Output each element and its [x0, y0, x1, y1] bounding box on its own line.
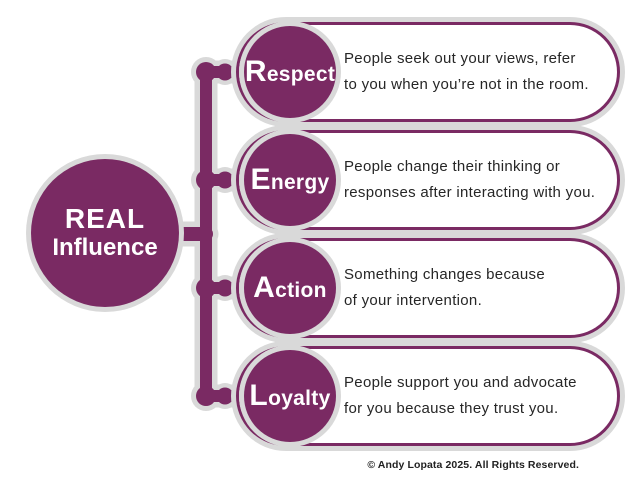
desc-respect-line2: to you when you’re not in the room. [344, 76, 589, 93]
node-label-loyalty-initial: L [249, 379, 269, 412]
hub-title-line2: Influence [52, 234, 158, 261]
node-label-action-initial: A [253, 271, 276, 304]
desc-respect: People seek out your views, refer to you… [344, 46, 589, 98]
node-label-energy-rest: nergy [270, 171, 330, 194]
desc-loyalty-line2: for you because they trust you. [344, 400, 559, 417]
copyright-text: © Andy Lopata 2025. All Rights Reserved. [367, 459, 579, 471]
node-label-energy-initial: E [250, 163, 271, 196]
desc-energy: People change their thinking or response… [344, 154, 595, 206]
hub-circle-real-influence: REAL Influence [31, 159, 179, 307]
node-label-action: Action [253, 271, 327, 305]
node-label-action-rest: ction [275, 279, 327, 302]
desc-action-line2: of your intervention. [344, 292, 483, 309]
desc-loyalty-line1: People support you and advocate [344, 374, 577, 391]
node-circle-energy: Energy [244, 134, 336, 226]
node-label-loyalty: Loyalty [249, 379, 330, 413]
node-circle-action: Action [244, 242, 336, 334]
node-label-respect: Respect [245, 55, 335, 89]
desc-energy-line2: responses after interacting with you. [344, 184, 596, 201]
desc-action: Something changes because of your interv… [344, 262, 545, 314]
node-label-energy: Energy [251, 163, 330, 197]
node-circle-respect: Respect [244, 26, 336, 118]
node-circle-loyalty: Loyalty [244, 350, 336, 442]
node-label-respect-initial: R [244, 55, 267, 88]
hub-title-line1: REAL [64, 203, 146, 234]
desc-respect-line1: People seek out your views, refer [344, 50, 576, 67]
desc-action-line1: Something changes because [344, 266, 545, 283]
desc-loyalty: People support you and advocate for you … [344, 370, 577, 422]
desc-energy-line1: People change their thinking or [344, 158, 561, 175]
node-label-respect-rest: espect [266, 63, 336, 86]
node-label-loyalty-rest: oyalty [268, 387, 331, 410]
